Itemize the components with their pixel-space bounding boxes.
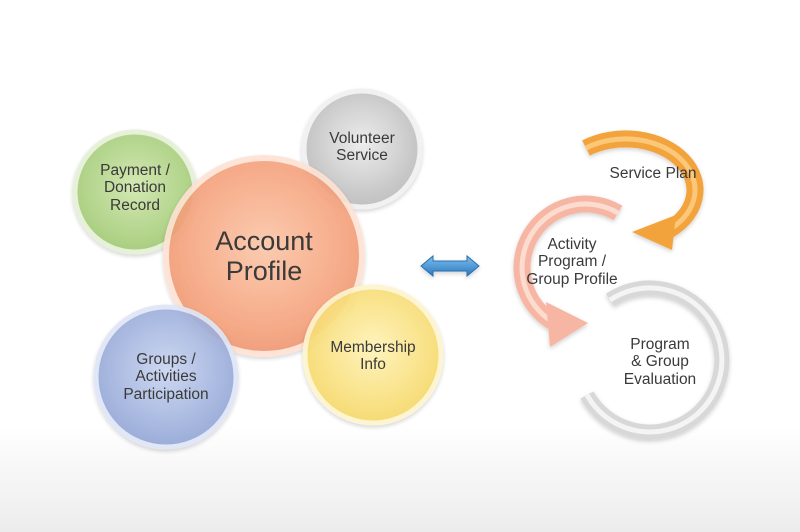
service-plan-line1: Service Plan [609, 165, 697, 182]
service-plan-label: Service Plan [603, 165, 703, 182]
account-profile-circle [163, 155, 365, 357]
payment-donation-line3: Record [110, 196, 160, 214]
membership-info-circle [302, 284, 444, 426]
activity-program-label: Activity Program / Group Profile [512, 236, 632, 288]
payment-donation-label: Payment / Donation Record [93, 162, 177, 214]
groups-activities-line3: Participation [123, 385, 209, 403]
program-evaluation-line1: Program [630, 336, 690, 353]
volunteer-service-line1: Volunteer [329, 130, 395, 147]
volunteer-service-label: Volunteer Service [317, 130, 407, 165]
activity-program-line1: Activity [547, 236, 597, 253]
groups-activities-circle [93, 304, 239, 450]
service-plan-ring [582, 130, 704, 250]
account-profile-line1: Account [215, 226, 313, 256]
account-profile-line2: Profile [225, 255, 303, 286]
groups-activities-line1: Groups / [136, 351, 196, 368]
membership-info-label: Membership Info [318, 339, 428, 374]
program-evaluation-label: Program & Group Evaluation [610, 336, 710, 388]
groups-activities-line2: Activities [135, 368, 197, 386]
groups-activities-label: Groups / Activities Participation [111, 351, 221, 403]
volunteer-service-line2: Service [336, 147, 388, 165]
membership-info-line1: Membership [330, 339, 416, 356]
volunteer-service-circle [301, 88, 423, 210]
program-evaluation-line2: & Group [631, 353, 689, 371]
activity-program-ring [513, 195, 623, 347]
payment-donation-line2: Donation [103, 179, 167, 197]
account-profile-label: Account Profile [199, 226, 329, 286]
activity-program-line3: Group Profile [526, 270, 618, 288]
membership-info-line2: Info [360, 356, 386, 374]
program-evaluation-line3: Evaluation [623, 370, 697, 388]
activity-program-line2: Program / [537, 253, 607, 271]
evaluation-ring [580, 280, 730, 440]
payment-donation-line1: Payment / [100, 162, 170, 179]
double-arrow-icon [420, 254, 480, 278]
